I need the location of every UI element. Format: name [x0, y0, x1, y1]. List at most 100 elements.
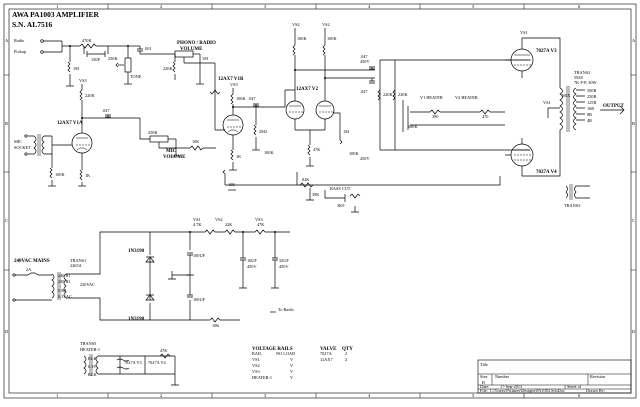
frame-row-labels: A B C D A B C D — [5, 38, 636, 334]
resistor-label: 100K — [236, 96, 246, 101]
pickup-input-label: Pickup — [14, 49, 26, 54]
voltage-rails-table: VOLTAGE RAILS VALVE QTY RAIL NO LOAD VS1… — [252, 347, 353, 380]
rail-unit: V — [290, 375, 294, 380]
tube-v1b-label: 12AX7 V1B — [218, 77, 244, 82]
sheet-frame — [3, 3, 637, 399]
resistor-label: 220K — [85, 93, 95, 98]
drawing-title: AWA PA1003 AMPLIFIER — [12, 10, 100, 19]
rail-name: VS1 — [252, 357, 260, 362]
resistor-label: 100K — [327, 36, 337, 41]
v1b-stage: 12AX7 V1B 100K VS3 1K .047 2M2 10K 100K — [218, 77, 285, 191]
drawing-serial: S.N. AL7516 — [12, 20, 52, 29]
tube-v1a-label: 12AX7 V1A — [57, 121, 83, 126]
transformer-tap: 6.3VAC — [58, 294, 72, 299]
size-label: Size — [480, 374, 487, 379]
heater-pin-label: 6.3V — [88, 364, 97, 369]
col-label: 5 — [472, 393, 475, 398]
capacitor-label: .047 — [360, 54, 368, 59]
output-label: OUTPUT — [603, 104, 625, 109]
heater-tube-label: 7027A V3 — [124, 360, 142, 365]
resistor-label: 39K — [312, 192, 320, 197]
resistor-label: 10K — [228, 182, 236, 187]
supply-rail-label: VS3 — [255, 217, 263, 222]
col-label: 4 — [368, 4, 371, 9]
capacitor-label: 150P — [91, 57, 100, 62]
resistor-label: 22K — [225, 222, 233, 227]
tone-control-label: TONE — [130, 74, 142, 79]
col-label: 3 — [264, 393, 267, 398]
title-label: Title — [480, 362, 488, 367]
mains-label: 240VAC MAINS — [14, 259, 50, 264]
resistor-label: 82K — [302, 177, 310, 182]
heater-transformer-label: HEATER-1 — [80, 347, 100, 352]
tube-v2-label: 12AX7 V2 — [296, 87, 318, 92]
col-label: 3 — [264, 4, 267, 9]
capacitor-label: .047 — [248, 96, 256, 101]
supply-rail-label: VS2 — [322, 22, 330, 27]
row-label: B — [5, 121, 8, 126]
col-label: 6 — [578, 4, 581, 9]
input-section: Radio Pickup 470K 150P 1M .001 TONE 250K — [14, 38, 216, 87]
rail-name: VS2 — [252, 363, 260, 368]
transformer-label: TRANS3 — [564, 203, 580, 208]
output-transformer-label: 5928 — [574, 75, 583, 80]
supply-rail-label: VS1 — [193, 217, 201, 222]
heater-transformer-label: TRANS5 — [80, 341, 96, 346]
diode-label: 1N3190 — [128, 317, 145, 322]
transformer-tap: 8R — [587, 112, 592, 117]
bass-cut-label: BASS CUT — [330, 186, 351, 191]
date-value: 17-Sep-2013 — [500, 384, 522, 389]
capacitor-label: 450V — [360, 156, 370, 161]
output-stage: 7027A V3 7027A V4 VS1 TRANS2 5928 7K P-P… — [505, 30, 625, 208]
valve-type: 7027A — [320, 351, 333, 356]
heater-pin-label: BLK — [88, 356, 97, 361]
transformer-tap: 500R — [587, 88, 596, 93]
row-label: C — [632, 218, 635, 223]
transformer-tap: 250R — [587, 94, 596, 99]
row-label: D — [632, 329, 636, 334]
mic-volume-label: MIC — [166, 149, 177, 154]
phono-radio-volume-label: PHONO / RADIO — [177, 41, 216, 46]
heater-tube-label: 7027A V4 — [148, 360, 167, 365]
mic-socket-label: MIC — [14, 139, 22, 144]
col-label: 5 — [472, 4, 475, 9]
valve-qty: 2 — [345, 351, 347, 356]
resistor-label: 1M — [73, 66, 79, 71]
row-label: B — [632, 121, 635, 126]
resistor-label: 1K — [236, 154, 242, 159]
resistor-label: 220K — [163, 66, 173, 71]
resistor-label: 220K — [398, 92, 408, 97]
resistor-label: 390 — [432, 114, 438, 119]
to-radio-label: To Radio — [278, 307, 294, 312]
resistor-label: 470 — [482, 114, 488, 119]
table-header: VOLTAGE RAILS — [252, 347, 293, 352]
transformer-tap: 240 R1 — [58, 273, 71, 278]
size-value: B — [482, 380, 485, 385]
col-label: 1 — [56, 4, 58, 9]
phono-radio-volume-label: VOLUME — [180, 47, 203, 52]
capacitor-label: 16UF — [247, 258, 257, 263]
mic-socket-label: SOCKET — [14, 145, 31, 150]
supply-rail-label: VS2 — [292, 22, 300, 27]
transformer-tap: 125R — [587, 100, 596, 105]
capacitor-label: .047 — [102, 108, 110, 113]
row-label: D — [5, 329, 9, 334]
resistor-label: 100K — [349, 151, 359, 156]
resistor-label: 1K — [85, 173, 91, 178]
col-label: 2 — [160, 4, 162, 9]
resistor-label: 220K — [383, 92, 393, 97]
supply-rail-label: VS2 — [215, 217, 223, 222]
file-value: C:\Users\Pictures\Designs\PA1003.SchDoc — [490, 388, 565, 393]
tube-v4-label: 7027A V4 — [536, 170, 557, 175]
resistor-label: 47K — [313, 147, 321, 152]
feedback-network: 82K BASS CUT 3K9 39K — [225, 172, 501, 213]
resistor-label: 2M2 — [259, 129, 267, 134]
row-label: A — [5, 38, 9, 43]
supply-rail-label: VS3 — [79, 78, 87, 83]
valve-type: 12AX7 — [320, 357, 334, 362]
resistor-label: 47K — [160, 348, 168, 353]
col-label: 6 — [578, 393, 581, 398]
v2-phase-splitter: 12AX7 V2 100K 100K VS2 VS2 47K .047 450V… — [284, 22, 375, 167]
mains-transformer-label: 2265A — [70, 263, 83, 268]
resistor-label: 10K — [192, 139, 200, 144]
